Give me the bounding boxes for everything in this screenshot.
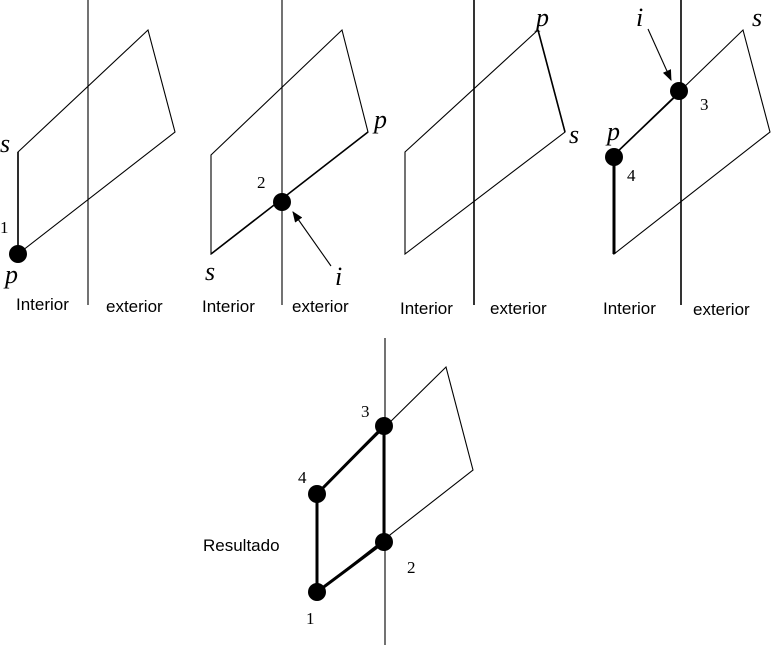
arrow-i [292,211,332,267]
label-num-2: 2 [407,558,416,577]
label-i: i [636,3,643,32]
intersection-dot-3 [670,82,688,100]
polygon-outline [17,28,176,256]
label-interior: Interior [400,299,453,318]
result-panel: 1 2 3 4 Resultado [203,338,474,645]
intersection-dot-2 [273,193,291,211]
edge-p-s-highlight [210,131,369,255]
label-num-1: 1 [306,609,315,628]
label-exterior: exterior [292,297,349,316]
label-s: s [569,120,579,149]
panel-3: p s Interior exterior [400,0,579,318]
arrow-i [647,28,672,82]
edge-s-p-highlight [613,90,682,156]
polygon-outline [210,28,369,256]
label-s: s [205,257,215,286]
vertex-dot-1 [9,245,27,263]
polygon-outline [316,365,474,594]
result-dot-1 [308,583,326,601]
label-num-3: 3 [700,95,709,114]
label-num-4: 4 [627,166,636,185]
label-exterior: exterior [693,300,750,319]
edge-s-p-highlight [537,29,566,133]
panel-4: i s p 3 4 Interior exterior [603,0,771,319]
label-p: p [605,117,620,146]
result-polygon [315,422,386,595]
label-i: i [335,262,342,291]
result-dot-4 [308,485,326,503]
label-exterior: exterior [106,297,163,316]
label-num-3: 3 [361,402,370,421]
panel-1: s p 1 Interior exterior [0,0,176,316]
result-dot-3 [375,417,393,435]
label-num: 1 [0,218,9,237]
label-interior: Interior [202,297,255,316]
panel-2: p s i 2 Interior exterior [202,0,387,316]
result-label: Resultado [203,536,280,555]
polygon-outline [613,28,771,256]
label-p: p [3,260,18,289]
label-p: p [372,105,387,134]
label-p: p [534,3,549,32]
label-interior: Interior [603,299,656,318]
label-num: 2 [257,173,266,192]
label-interior: Interior [16,295,69,314]
vertex-dot-4 [605,148,623,166]
label-exterior: exterior [490,299,547,318]
label-num-4: 4 [298,468,307,487]
result-dot-2 [375,533,393,551]
label-s: s [752,3,762,32]
label-s: s [0,129,10,158]
polygon-outline [404,28,566,256]
